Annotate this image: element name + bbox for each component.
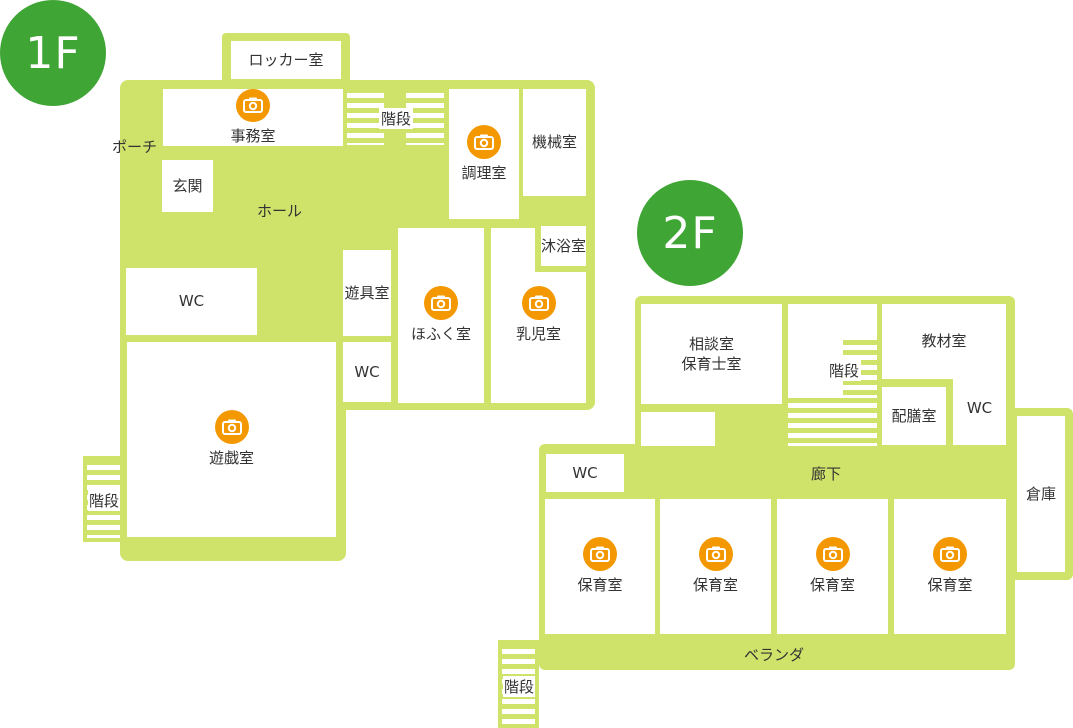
stairs-2f-lower[interactable] (788, 398, 877, 446)
camera-icon[interactable] (815, 537, 850, 572)
wc-1f-small-label: WC (354, 362, 380, 381)
hall-label: ホール (257, 202, 303, 220)
kitchen-room[interactable]: 調理室 (449, 89, 519, 219)
play-room-label: 遊戯室 (208, 449, 254, 468)
bath-room-label-top: 沐浴室 (541, 236, 587, 255)
stairs-top-right[interactable] (406, 88, 444, 145)
camera-icon[interactable] (698, 537, 733, 572)
consult-room-label-2: 保育士室 (681, 355, 742, 373)
bath-room-inner[interactable]: 沐浴室 (541, 226, 586, 266)
stairs-top-label: 階段 (379, 108, 414, 129)
nursery-room-3-label: 保育室 (809, 576, 855, 595)
stairs-1f-left-label: 階段 (88, 490, 121, 511)
wc-2f-right[interactable]: WC (953, 372, 1006, 445)
hofuku-room-label: ほふく室 (410, 325, 471, 344)
toy-room-label: 遊具室 (344, 283, 390, 302)
toy-room[interactable]: 遊具室 (343, 250, 391, 336)
camera-icon[interactable] (521, 286, 556, 321)
office-room[interactable]: 事務室 (163, 89, 343, 146)
floor-1f-badge: 1F (0, 0, 106, 106)
nursery-room-1-label: 保育室 (577, 576, 623, 595)
locker-room-label: ロッカー室 (248, 50, 324, 69)
camera-icon[interactable] (214, 410, 249, 445)
kitchen-label: 調理室 (461, 163, 507, 182)
stairs-2f-label: 階段 (827, 360, 862, 381)
entrance-label: 玄関 (172, 176, 203, 195)
nursery-room-2-label: 保育室 (692, 576, 738, 595)
veranda-label: ベランダ (744, 646, 805, 664)
serving-room-label: 配膳室 (891, 406, 937, 425)
stairs-2f-bottom-label: 階段 (503, 676, 536, 697)
consult-annex (641, 412, 715, 446)
wc-1f-left-label: WC (178, 292, 205, 311)
entrance-room[interactable]: 玄関 (162, 160, 213, 212)
serving-room[interactable]: 配膳室 (882, 387, 946, 445)
camera-icon[interactable] (424, 286, 458, 321)
play-room[interactable]: 遊戯室 (127, 342, 336, 537)
camera-icon[interactable] (467, 124, 501, 159)
infant-room-label: 乳児室 (515, 325, 561, 344)
stairs-top-left[interactable] (347, 88, 384, 145)
camera-icon[interactable] (236, 89, 270, 122)
wc-2f-right-label: WC (966, 399, 993, 418)
nursery-room-2[interactable]: 保育室 (660, 499, 771, 634)
nursery-room-4[interactable]: 保育室 (894, 499, 1006, 634)
machine-room[interactable]: 機械室 (523, 89, 586, 196)
floor-2f-badge: 2F (637, 180, 743, 286)
storage-room-label: 倉庫 (1025, 484, 1056, 503)
nursery-room-1[interactable]: 保育室 (545, 499, 655, 634)
locker-room[interactable]: ロッカー室 (231, 41, 341, 79)
corridor-label: 廊下 (811, 465, 842, 483)
hofuku-room[interactable]: ほふく室 (398, 228, 484, 403)
materials-room-label: 教材室 (921, 332, 967, 351)
porch-label: ポーチ (112, 138, 158, 156)
office-label: 事務室 (230, 126, 276, 145)
materials-room[interactable]: 教材室 (882, 304, 1006, 379)
consult-room[interactable]: 相談室 保育士室 (641, 304, 782, 404)
camera-icon[interactable] (583, 537, 617, 572)
camera-icon[interactable] (933, 537, 967, 572)
nursery-room-3[interactable]: 保育室 (777, 499, 888, 634)
machine-room-label: 機械室 (531, 133, 577, 152)
wc-2f-left[interactable]: WC (546, 454, 624, 492)
storage-room[interactable]: 倉庫 (1017, 416, 1065, 572)
wc-1f-left[interactable]: WC (126, 268, 257, 335)
nursery-room-4-label: 保育室 (927, 576, 973, 595)
wc-1f-small[interactable]: WC (343, 342, 391, 402)
wc-2f-left-label: WC (572, 463, 598, 482)
consult-room-label-1: 相談室 (688, 334, 734, 353)
